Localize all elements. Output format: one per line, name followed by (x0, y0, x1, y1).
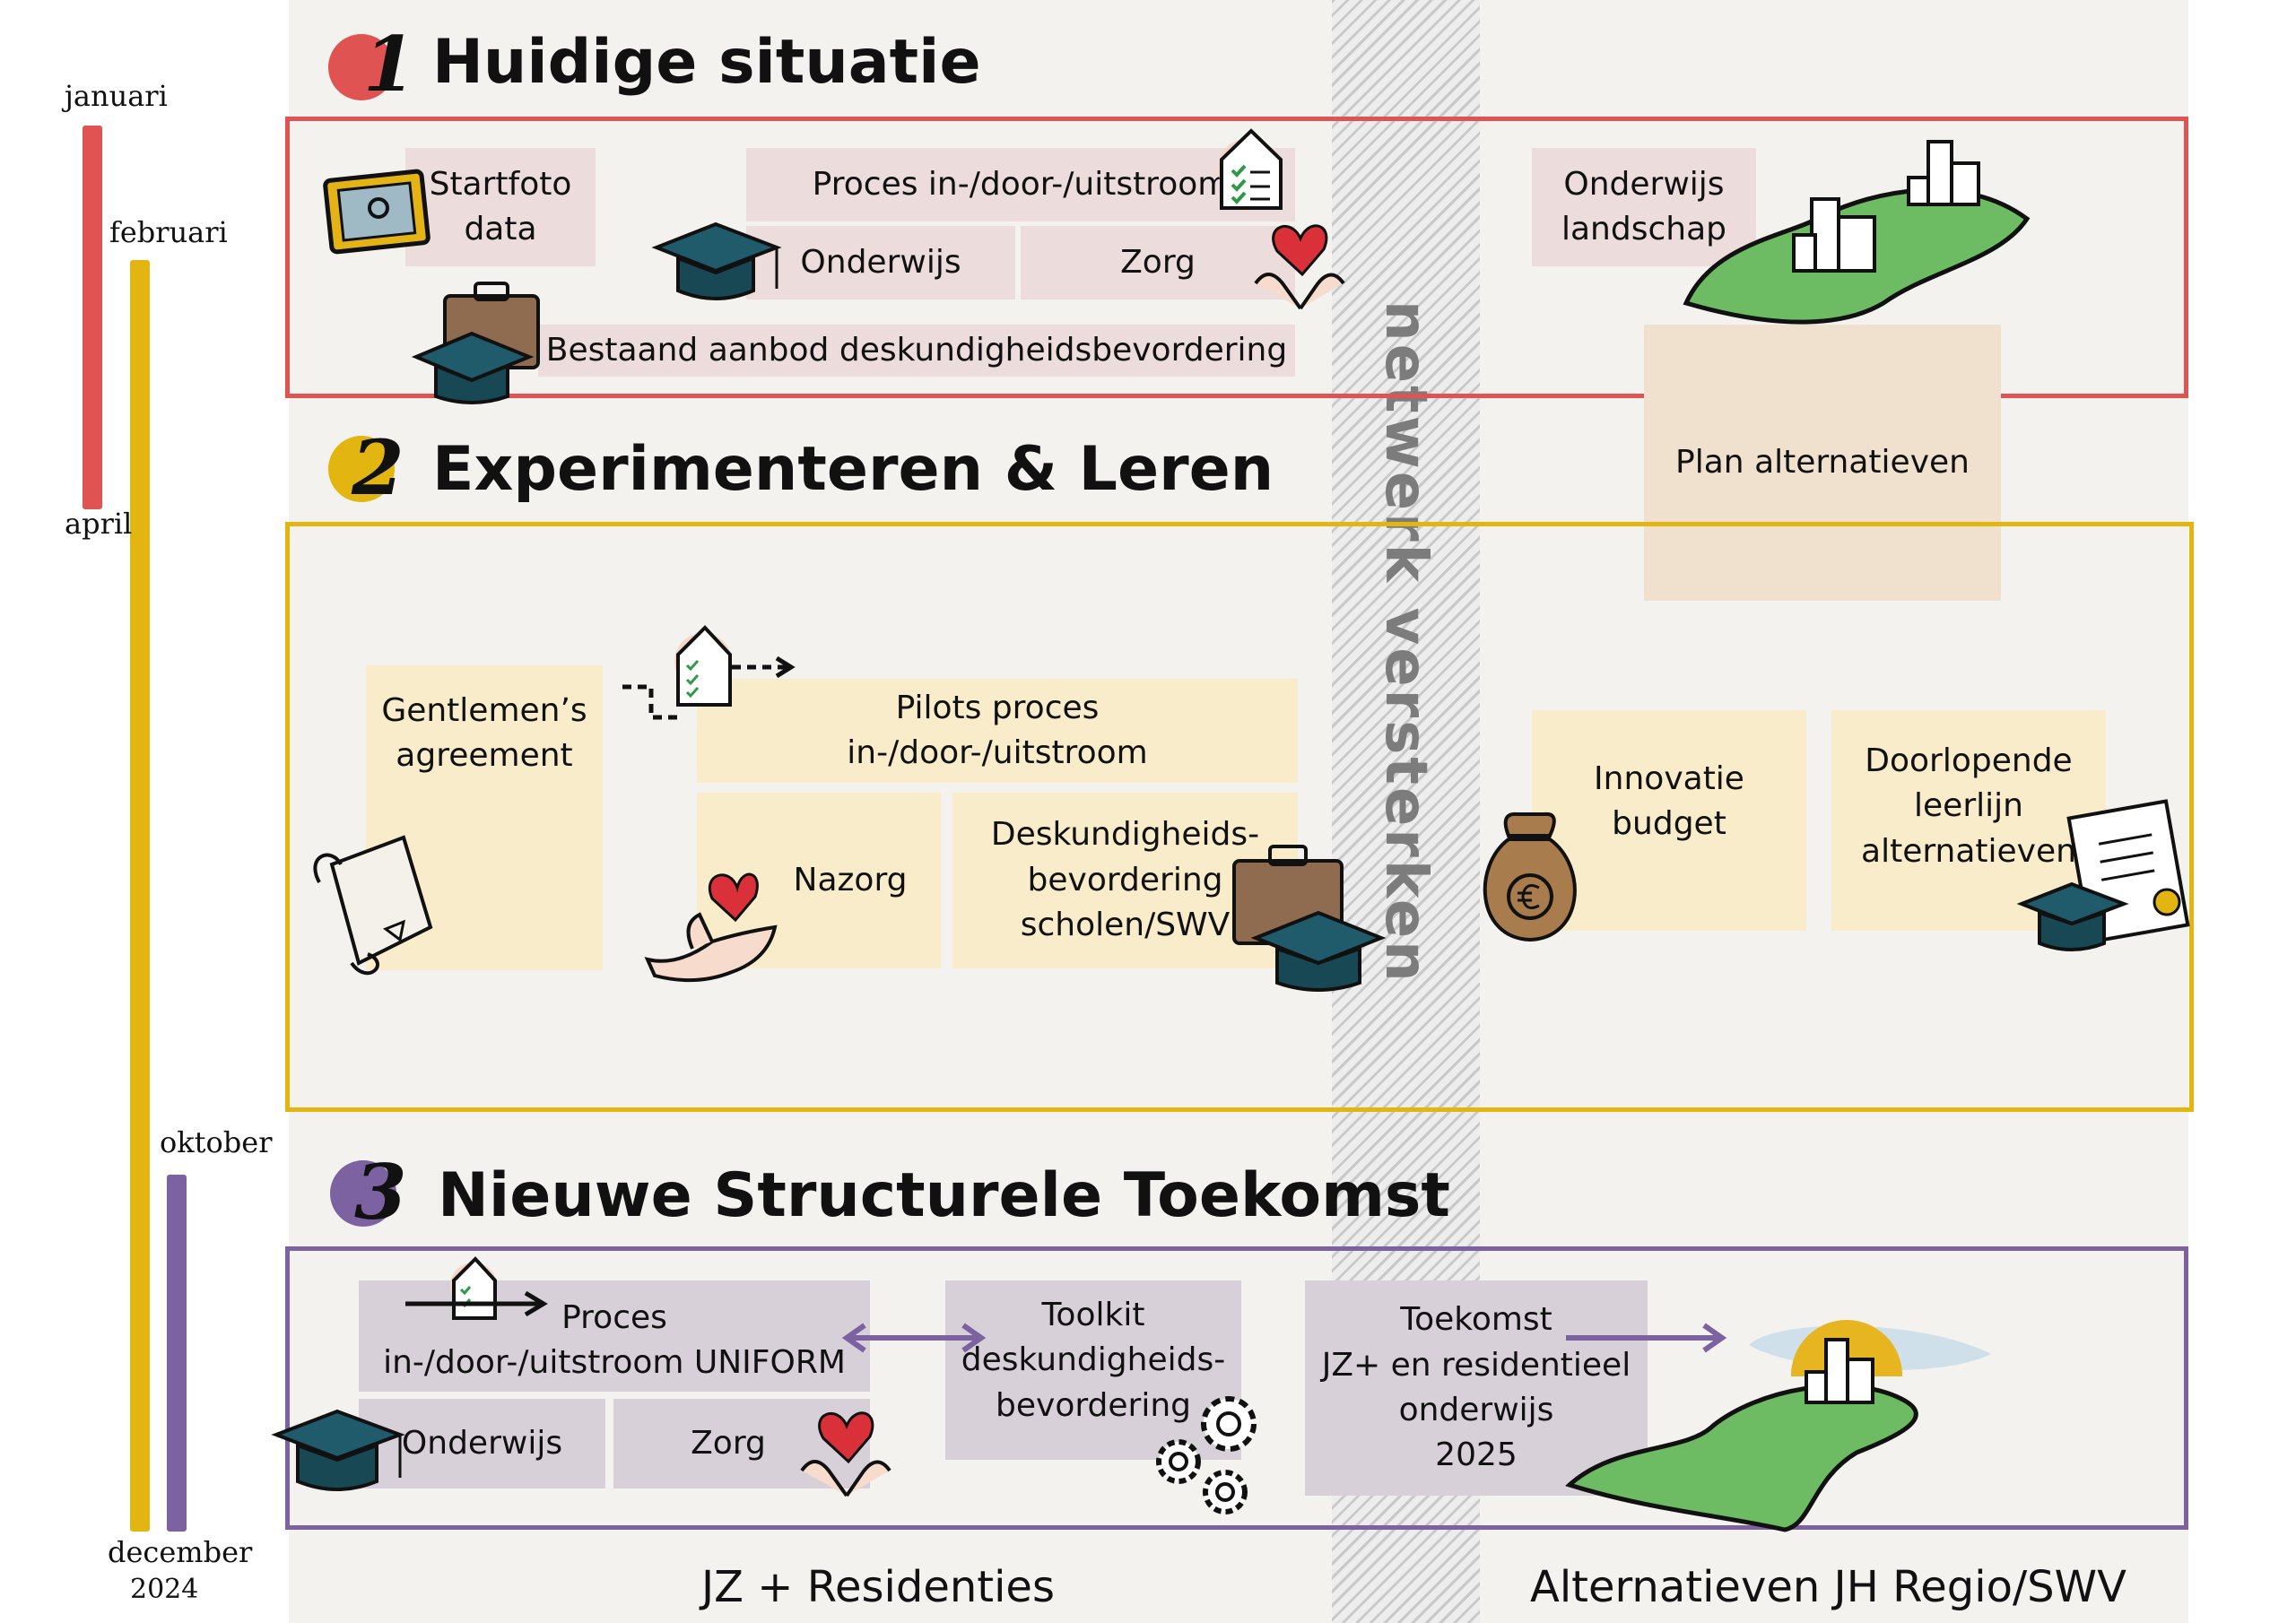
graduation-cap-icon-3 (271, 1409, 405, 1491)
timeline-bar-phase1 (83, 126, 102, 509)
pilots-box: Pilots proces in-/door-/uitstroom (697, 679, 1298, 783)
phase2-frame (285, 522, 2194, 1112)
month-april: april (65, 507, 133, 541)
phase2-number: 2 (352, 423, 404, 512)
briefcase-cap-icon (411, 282, 540, 404)
toekomst-box: Toekomst JZ+ en residentieel onderwijs 2… (1305, 1280, 1648, 1496)
startfoto-box: Startfoto data (405, 148, 596, 266)
month-januari: januari (65, 79, 168, 113)
month-februari: februari (109, 215, 228, 249)
month-december: december (108, 1535, 253, 1569)
double-arrow-icon (841, 1323, 987, 1353)
briefcase-cap-icon-2 (1232, 845, 1387, 992)
gears-icon (1156, 1396, 1257, 1515)
plan-alternatieven-box: Plan alternatieven (1644, 325, 2001, 601)
phase3-title: Nieuwe Structurele Toekomst (438, 1160, 1450, 1231)
graduation-cap-icon (651, 221, 782, 300)
phase1-title: Huidige situatie (432, 27, 981, 98)
landschap-box: Onderwijs landschap (1532, 148, 1756, 266)
checklist-arrow-icon (622, 625, 796, 720)
money-bag-icon (1483, 812, 1577, 942)
proces-uniform-box: Proces in-/door-/uitstroom UNIFORM (359, 1280, 870, 1392)
year-label: 2024 (130, 1574, 199, 1605)
scroll-icon (313, 835, 433, 976)
arrow-right-icon (1566, 1323, 1727, 1353)
toolkit-box: Toolkit deskundigheids- bevordering (945, 1280, 1241, 1460)
landscape-city-icon (1683, 140, 2031, 325)
footer-right: Alternatieven JH Regio/SWV (1530, 1562, 2126, 1612)
phase3-frame (285, 1246, 2188, 1530)
month-oktober: oktober (160, 1125, 273, 1159)
aanbod-box: Bestaand aanbod deskundigheidsbevorderin… (538, 325, 1295, 377)
footer-left: JZ + Residenties (701, 1562, 1055, 1612)
phase3-number: 3 (354, 1148, 407, 1237)
phase1-number: 1 (363, 20, 416, 108)
checklist-house-icon (1218, 128, 1283, 210)
diploma-cap-icon (2016, 799, 2190, 951)
onderwijs-box: Onderwijs (746, 226, 1015, 299)
timeline-bar-phase2 (130, 260, 150, 1532)
heart-hands-icon-3 (800, 1411, 891, 1497)
timeline-bar-phase3 (167, 1175, 187, 1532)
heart-hand-icon (644, 872, 778, 983)
network-label: netwerk versterken (1372, 300, 1439, 985)
checklist-arrow-icon-2 (405, 1256, 548, 1320)
phase2-dot (328, 436, 395, 502)
phase3-dot (330, 1160, 396, 1227)
innovatie-box: Innovatie budget (1532, 710, 1806, 931)
landscape-sun-icon (1565, 1320, 1991, 1532)
phase1-frame (285, 117, 2188, 398)
phase2-title: Experimenteren & Leren (432, 434, 1274, 505)
heart-hands-icon (1254, 224, 1345, 310)
zorg-box: Zorg (1021, 226, 1295, 299)
proces-box: Proces in-/door-/uitstroom (746, 148, 1295, 221)
phase1-dot (328, 34, 395, 100)
photo-frame-icon (323, 169, 430, 255)
